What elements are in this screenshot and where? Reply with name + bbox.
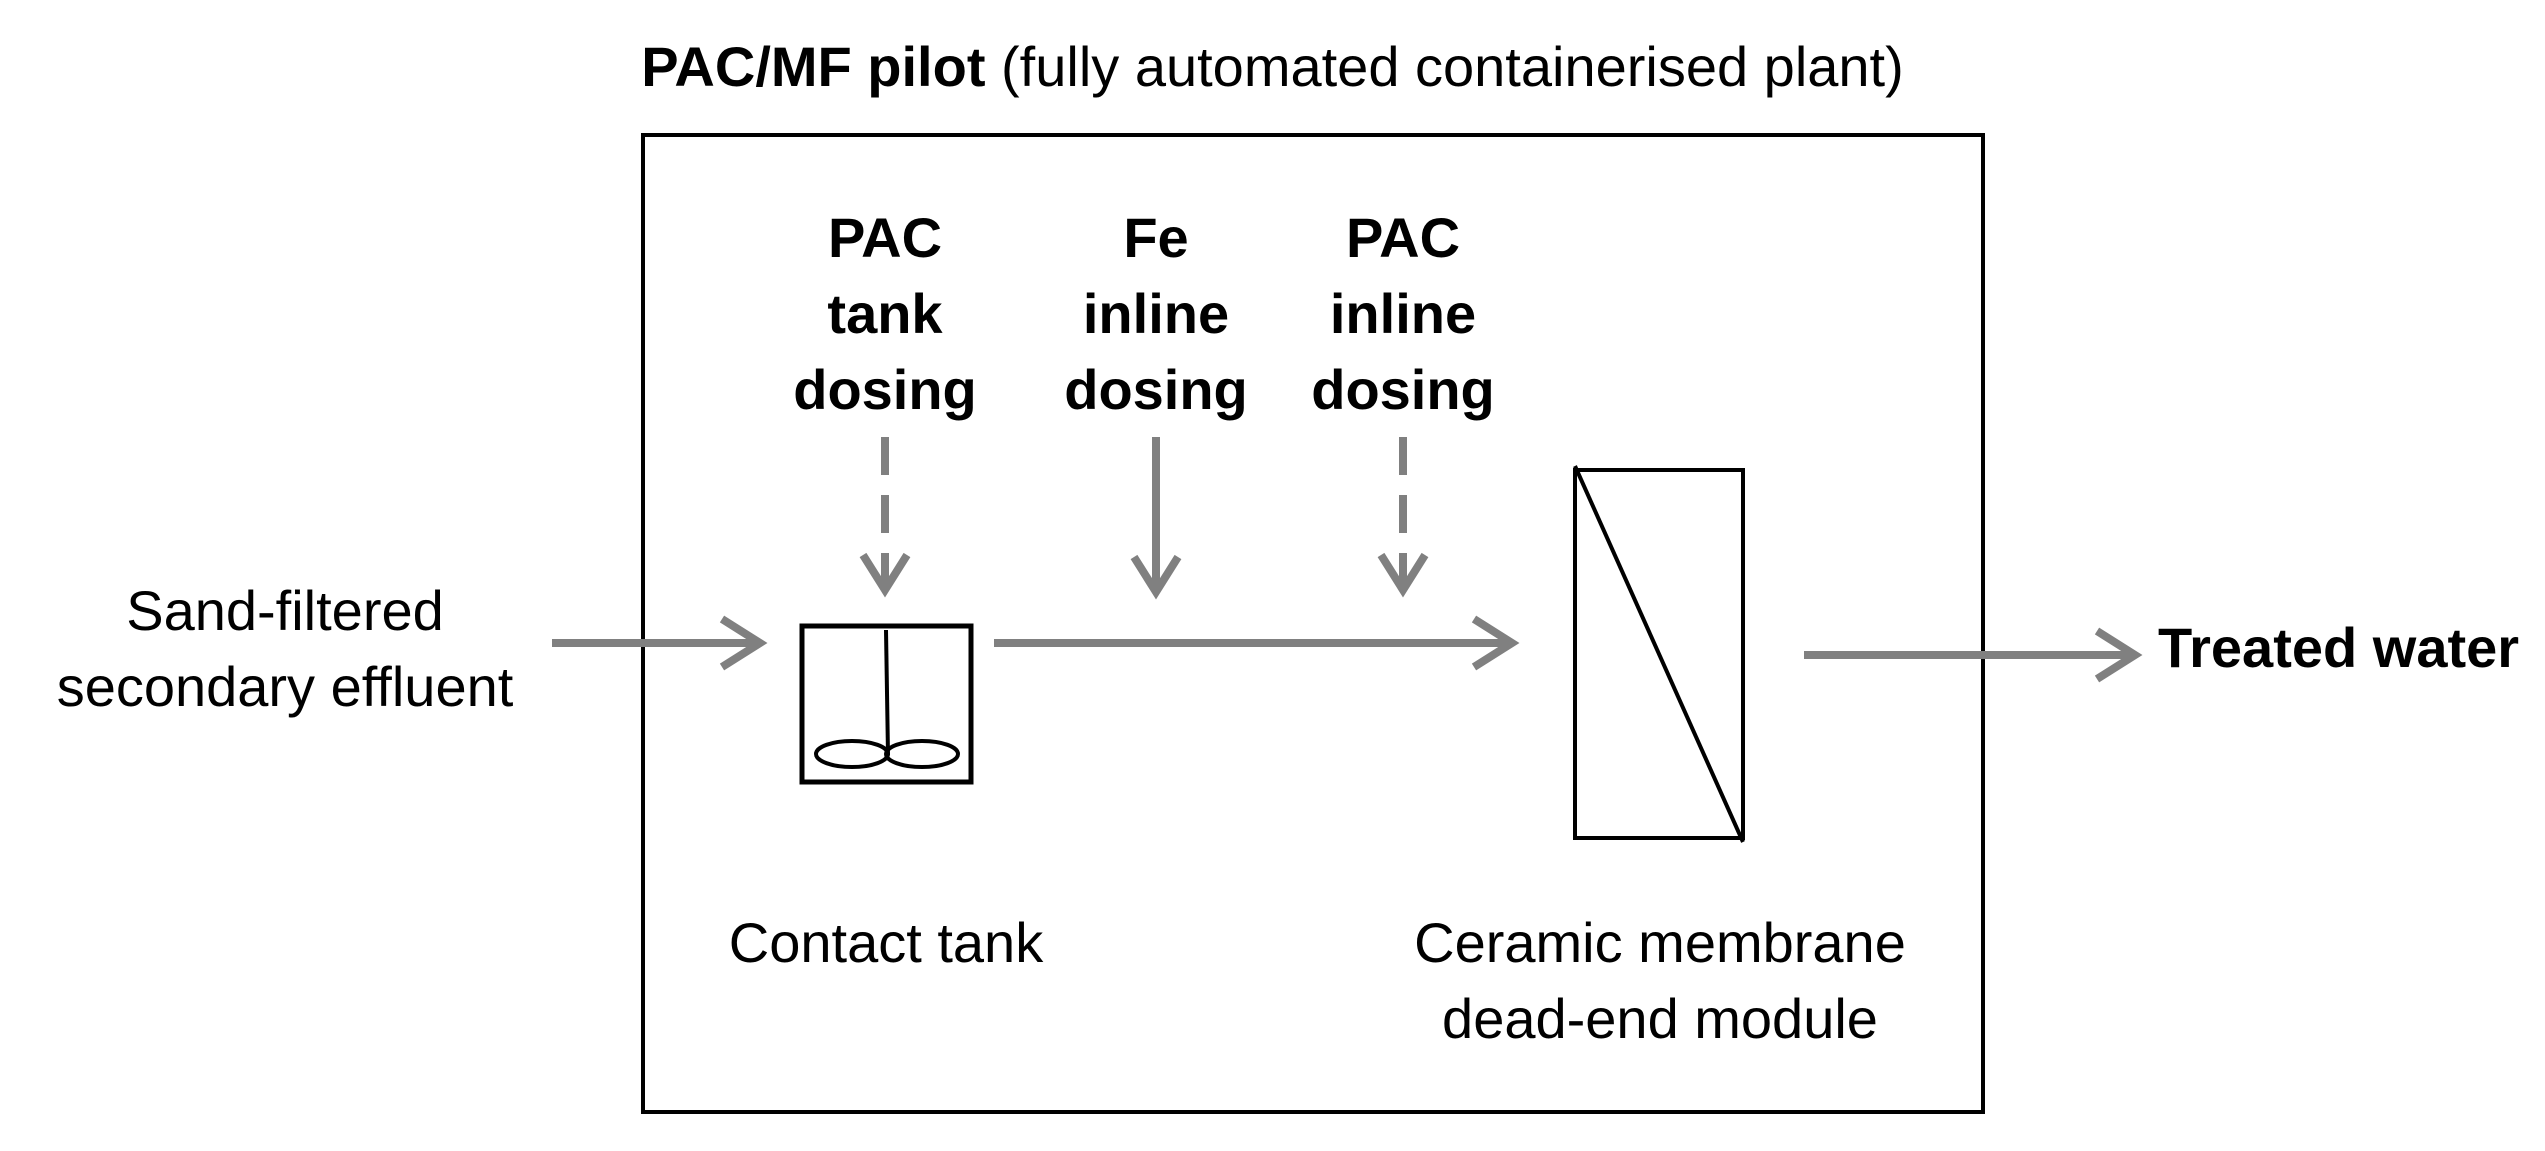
membrane-label-line: dead-end module bbox=[1442, 987, 1878, 1050]
inlet-label-line: secondary effluent bbox=[56, 655, 514, 718]
inlet-label: Sand-filtered secondary effluent bbox=[30, 573, 540, 725]
pac-tank-dosing-label: PAC tank dosing bbox=[765, 200, 1005, 428]
membrane-label-line: Ceramic membrane bbox=[1414, 911, 1906, 974]
membrane-label: Ceramic membrane dead-end module bbox=[1380, 905, 1940, 1057]
inlet-label-line: Sand-filtered bbox=[126, 579, 444, 642]
contact-tank-icon bbox=[799, 623, 974, 785]
inlet-arrow bbox=[552, 615, 768, 671]
dose-line: PAC bbox=[827, 206, 943, 269]
fe-inline-dosing-arrow bbox=[1130, 437, 1182, 600]
title-main: PAC/MF pilot bbox=[641, 35, 986, 98]
pac-inline-dosing-arrow bbox=[1377, 437, 1429, 598]
dose-line: inline bbox=[1082, 282, 1230, 345]
outlet-arrow bbox=[1804, 627, 2143, 683]
dose-line: dosing bbox=[1311, 358, 1495, 421]
dose-line: dosing bbox=[793, 358, 977, 421]
membrane-module-icon bbox=[1573, 465, 1745, 843]
flow-arrow-to-membrane bbox=[994, 615, 1520, 671]
title-subtitle: (fully automated containerised plant) bbox=[1001, 35, 1904, 98]
dose-line: tank bbox=[827, 282, 943, 345]
dose-line: Fe bbox=[1123, 206, 1189, 269]
diagram-title: PAC/MF pilot (fully automated containeri… bbox=[0, 34, 2545, 99]
dose-line: dosing bbox=[1064, 358, 1248, 421]
outlet-label: Treated water bbox=[2158, 616, 2520, 679]
pac-inline-dosing-label: PAC inline dosing bbox=[1283, 200, 1523, 428]
contact-tank-label: Contact tank bbox=[686, 905, 1086, 981]
pac-tank-dosing-arrow bbox=[859, 437, 911, 598]
fe-inline-dosing-label: Fe inline dosing bbox=[1036, 200, 1276, 428]
dose-line: inline bbox=[1329, 282, 1477, 345]
contact-tank-label-text: Contact tank bbox=[728, 911, 1044, 974]
pilot-plant-boundary bbox=[641, 133, 1985, 1114]
dose-line: PAC bbox=[1345, 206, 1461, 269]
